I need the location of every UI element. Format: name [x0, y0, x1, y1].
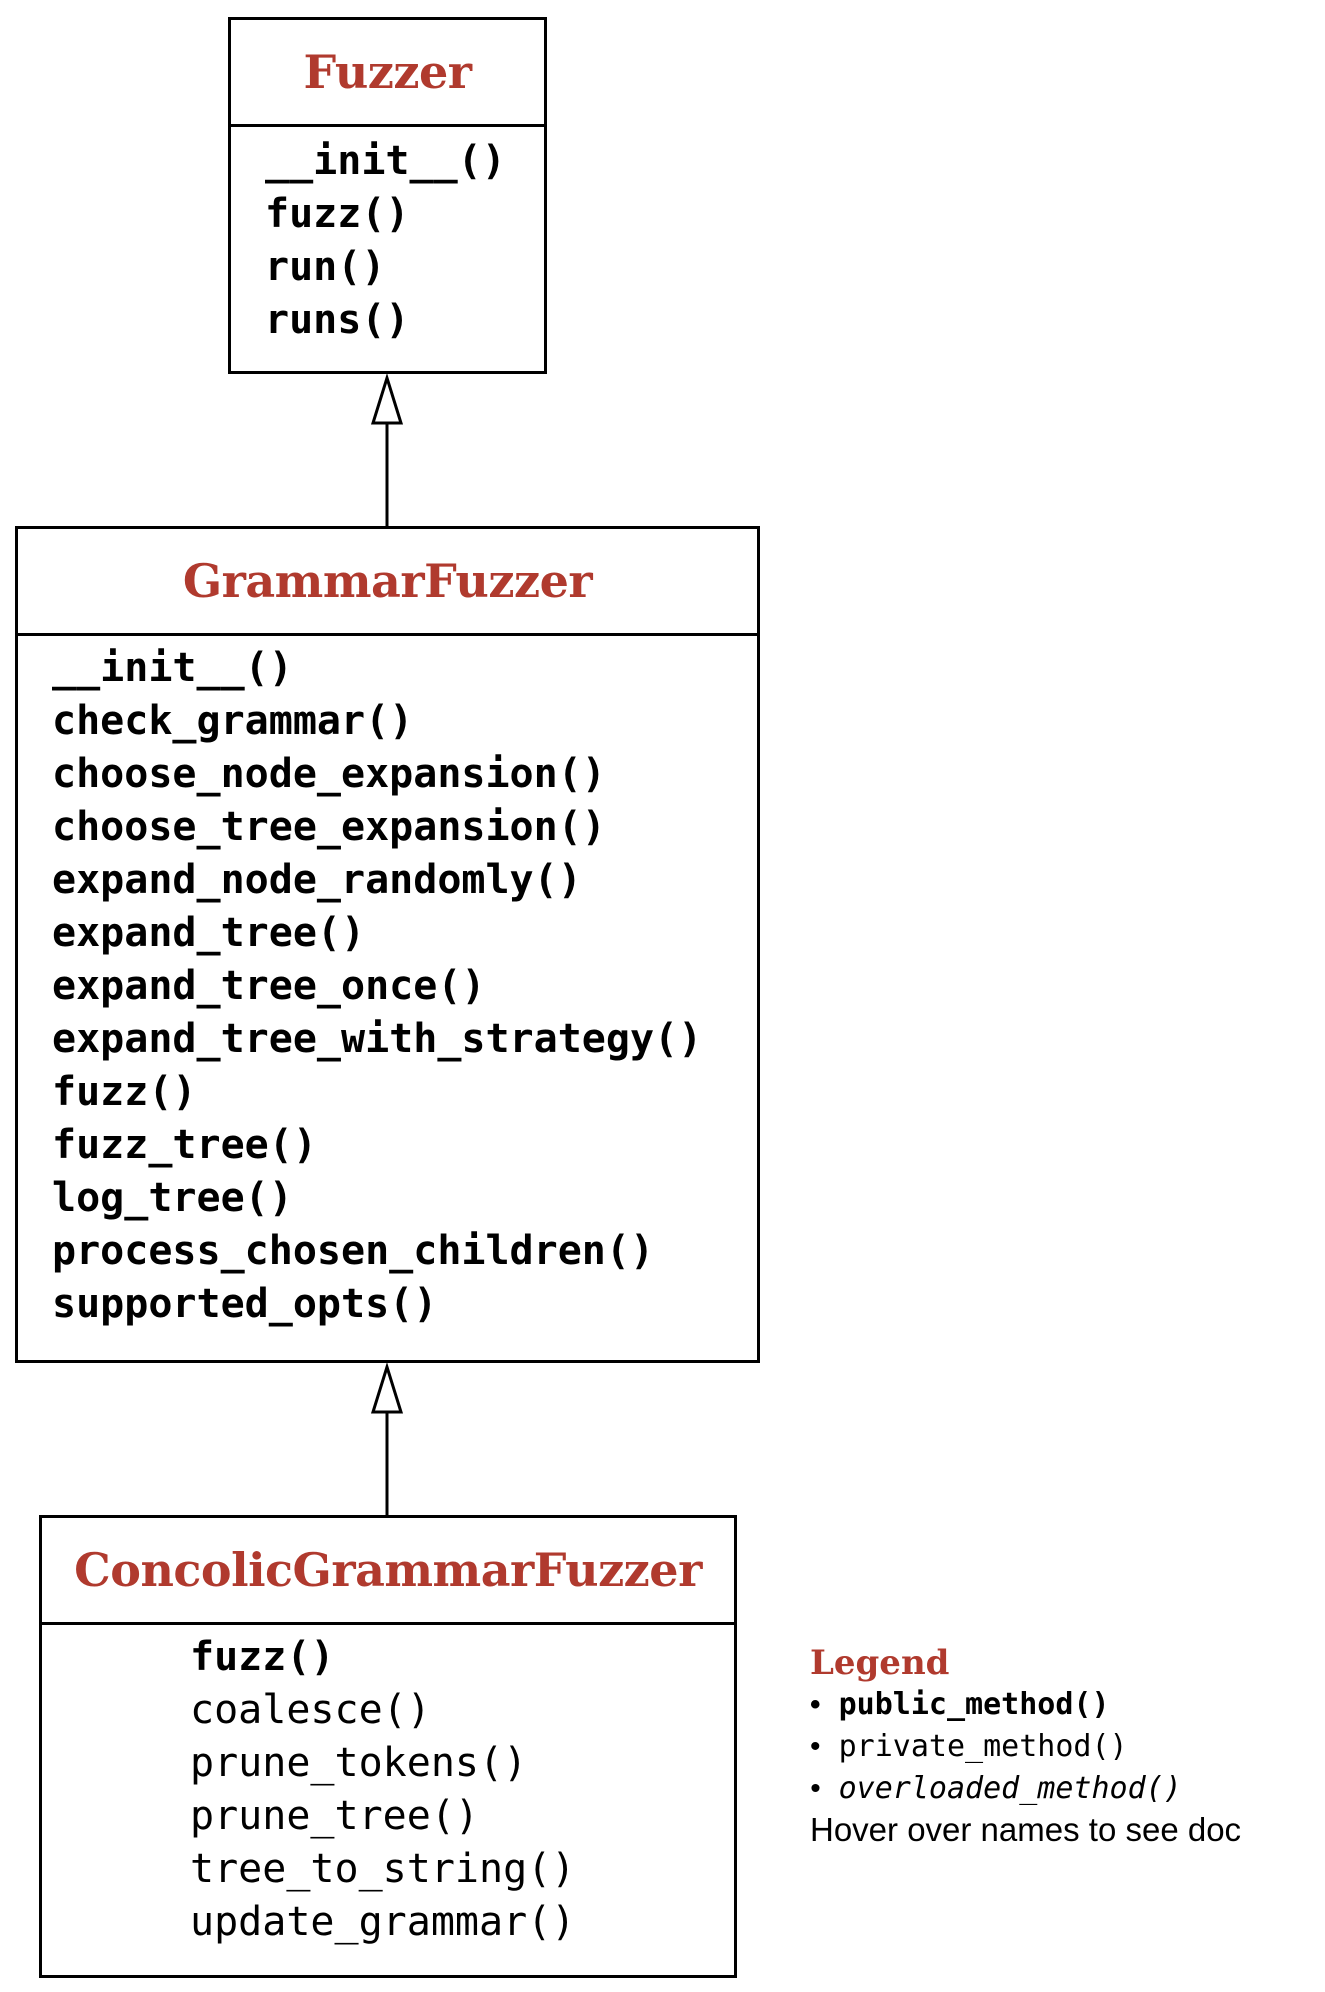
method-item[interactable]: expand_tree() — [52, 910, 366, 956]
legend-bullet: • — [810, 1772, 821, 1805]
method-item[interactable]: supported_opts() — [52, 1281, 438, 1327]
method-item[interactable]: prune_tree() — [190, 1793, 479, 1839]
method-item[interactable]: fuzz() — [190, 1634, 335, 1680]
method-item[interactable]: tree_to_string() — [190, 1846, 576, 1892]
class-header: ConcolicGrammarFuzzer — [42, 1518, 734, 1625]
grammar-to-fuzzer-arrow — [370, 372, 404, 526]
method-item[interactable]: expand_tree_once() — [52, 963, 486, 1009]
method-list: __init__() check_grammar() choose_node_e… — [18, 636, 757, 1331]
class-header: Fuzzer — [231, 20, 544, 127]
method-item[interactable]: fuzz_tree() — [52, 1122, 317, 1168]
method-item[interactable]: update_grammar() — [190, 1899, 576, 1945]
legend-title: Legend — [810, 1643, 950, 1683]
legend: Legend • public_method() • private_metho… — [810, 1642, 1310, 1850]
method-item[interactable]: choose_tree_expansion() — [52, 804, 606, 850]
class-fuzzer: Fuzzer __init__() fuzz() run() runs() — [228, 17, 547, 374]
legend-public-method: • public_method() — [810, 1684, 1310, 1726]
method-item[interactable]: run() — [265, 244, 386, 290]
method-item[interactable]: runs() — [265, 297, 410, 343]
method-list: fuzz() coalesce() prune_tokens() prune_t… — [42, 1625, 734, 1949]
method-list: __init__() fuzz() run() runs() — [231, 127, 544, 347]
method-item[interactable]: process_chosen_children() — [52, 1228, 655, 1274]
concolic-to-grammar-arrow — [370, 1361, 404, 1515]
legend-bullet: • — [810, 1730, 821, 1763]
legend-hint: Hover over names to see doc — [810, 1811, 1242, 1848]
legend-private-label: private_method() — [838, 1729, 1128, 1764]
method-item[interactable]: prune_tokens() — [190, 1740, 528, 1786]
method-item[interactable]: fuzz() — [52, 1069, 197, 1115]
method-item[interactable]: coalesce() — [190, 1687, 431, 1733]
class-name-concolic-grammar-fuzzer[interactable]: ConcolicGrammarFuzzer — [74, 1543, 702, 1597]
method-item[interactable]: log_tree() — [52, 1175, 293, 1221]
method-item[interactable]: expand_node_randomly() — [52, 857, 582, 903]
class-grammar-fuzzer: GrammarFuzzer __init__() check_grammar()… — [15, 526, 760, 1363]
legend-overloaded-method: • overloaded_method() — [810, 1768, 1310, 1810]
method-item[interactable]: __init__() — [52, 645, 293, 691]
method-item[interactable]: check_grammar() — [52, 698, 414, 744]
legend-overloaded-label: overloaded_method() — [838, 1771, 1182, 1806]
legend-public-label: public_method() — [838, 1687, 1110, 1722]
method-item[interactable]: choose_node_expansion() — [52, 751, 606, 797]
class-header: GrammarFuzzer — [18, 529, 757, 636]
method-item[interactable]: fuzz() — [265, 191, 410, 237]
method-item[interactable]: expand_tree_with_strategy() — [52, 1016, 703, 1062]
class-name-fuzzer[interactable]: Fuzzer — [303, 45, 472, 99]
legend-private-method: • private_method() — [810, 1726, 1310, 1768]
method-item[interactable]: __init__() — [265, 138, 506, 184]
class-concolic-grammar-fuzzer: ConcolicGrammarFuzzer fuzz() coalesce() … — [39, 1515, 737, 1978]
class-name-grammar-fuzzer[interactable]: GrammarFuzzer — [182, 554, 593, 608]
legend-bullet: • — [810, 1688, 821, 1721]
